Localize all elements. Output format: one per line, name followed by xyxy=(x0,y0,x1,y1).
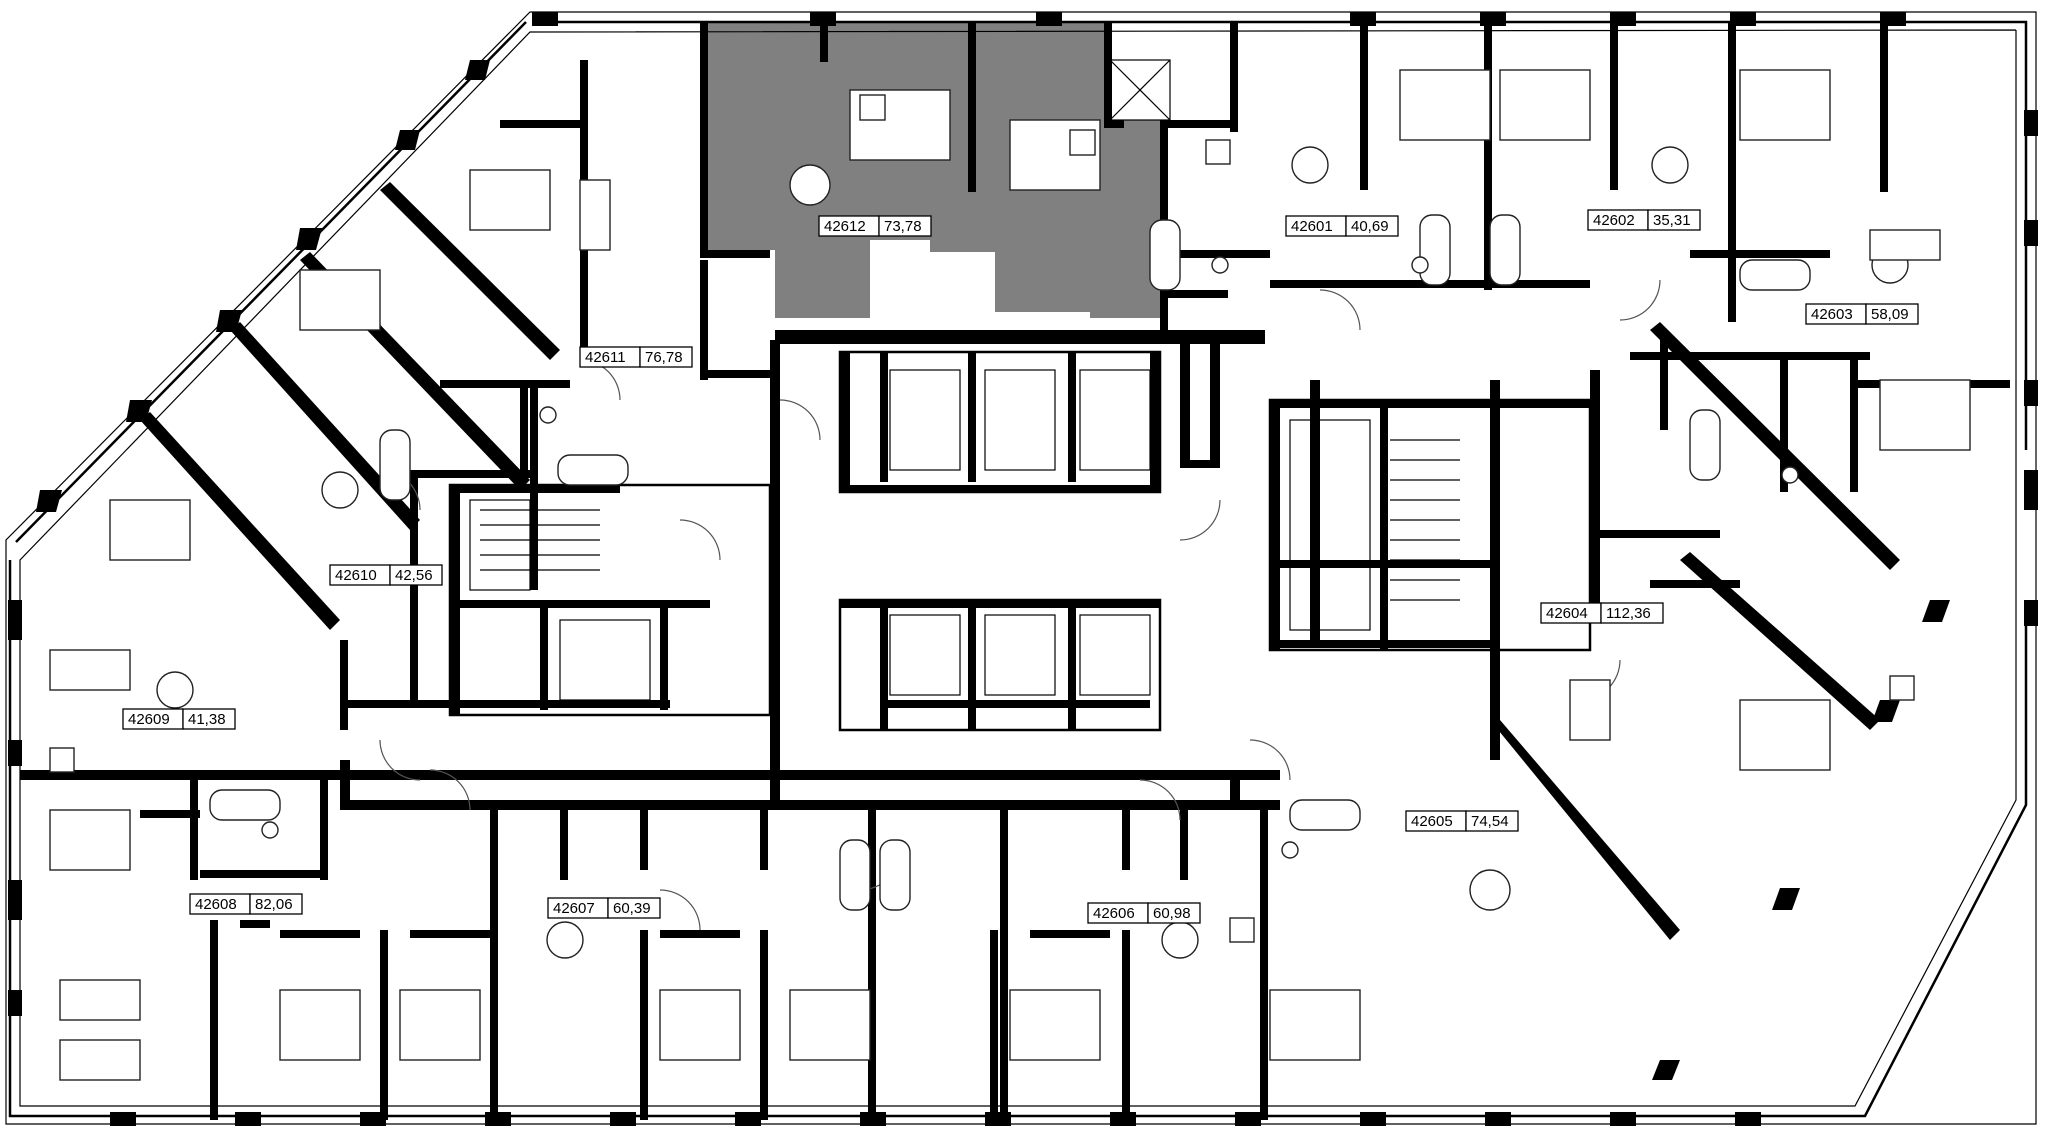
apartment-area: 60,98 xyxy=(1153,905,1191,922)
table-icon xyxy=(1291,146,1329,184)
apartment-area: 74,54 xyxy=(1471,813,1509,830)
sofa-icon xyxy=(1869,229,1941,261)
bed-icon xyxy=(789,989,871,1061)
apartment-area: 40,69 xyxy=(1351,218,1389,235)
bed-icon xyxy=(1009,119,1101,191)
furniture xyxy=(49,69,1971,1081)
bed-icon xyxy=(1499,69,1591,141)
apartment-area: 42,56 xyxy=(395,567,433,584)
apartment-label-42611[interactable]: 42611 76,78 xyxy=(579,346,693,368)
stove-icon xyxy=(1205,139,1231,165)
bed-icon xyxy=(399,989,481,1061)
table-icon xyxy=(789,164,831,206)
table-icon xyxy=(546,921,584,959)
apartment-area: 41,38 xyxy=(188,711,226,728)
bed-icon xyxy=(1739,699,1831,771)
apartment-area: 76,78 xyxy=(645,349,683,366)
bed-icon xyxy=(469,169,551,231)
apartment-area: 112,36 xyxy=(1606,605,1651,622)
apartment-label-42607[interactable]: 42607 60,39 xyxy=(547,897,661,919)
apartment-label-42609[interactable]: 42609 41,38 xyxy=(122,708,236,730)
bed-icon xyxy=(1399,69,1491,141)
apartment-id: 42611 xyxy=(585,349,626,366)
bathtub-icon xyxy=(839,839,871,911)
apartment-id: 42608 xyxy=(195,896,237,913)
table-icon xyxy=(1469,869,1511,911)
apartment-area: 82,06 xyxy=(255,896,293,913)
toilet-icon xyxy=(1781,466,1799,484)
bed-icon xyxy=(279,989,361,1061)
stove-icon xyxy=(49,747,75,773)
apartment-id: 42610 xyxy=(335,567,377,584)
stove-icon xyxy=(1229,917,1255,943)
apartment-id: 42607 xyxy=(553,900,595,917)
bathtub-icon xyxy=(209,789,281,821)
bed-icon xyxy=(659,989,741,1061)
bed-icon xyxy=(109,499,191,561)
apartment-label-42606[interactable]: 42606 60,98 xyxy=(1087,902,1201,924)
apartment-label-42604[interactable]: 42604 112,36 xyxy=(1540,602,1664,624)
stove-icon xyxy=(1889,675,1915,701)
outer-walls xyxy=(5,11,2038,1126)
apartment-label-42608[interactable]: 42608 82,06 xyxy=(189,893,303,915)
apartment-label-42610[interactable]: 42610 42,56 xyxy=(329,564,443,586)
bed-icon xyxy=(49,809,131,871)
sofa-icon xyxy=(59,979,141,1021)
toilet-icon xyxy=(539,406,557,424)
bed-icon xyxy=(849,89,951,161)
interior-lines xyxy=(469,59,1460,701)
toilet-icon xyxy=(261,821,279,839)
apartment-area: 58,09 xyxy=(1871,306,1909,323)
apartment-id: 42605 xyxy=(1411,813,1453,830)
apartment-id: 42602 xyxy=(1593,212,1635,229)
apartment-42612-highlight[interactable] xyxy=(708,22,1168,318)
bathtub-icon xyxy=(1689,409,1721,481)
apartment-id: 42609 xyxy=(128,711,170,728)
bathtub-icon xyxy=(1289,799,1361,831)
apartment-labels: 42601 40,69 42602 35,31 42603 58,09 42604 112,3… xyxy=(122,209,1919,924)
bathtub-icon xyxy=(1419,214,1451,286)
table-icon xyxy=(1161,921,1199,959)
bathtub-icon xyxy=(1739,259,1811,291)
apartment-id: 42604 xyxy=(1546,605,1588,622)
bathtub-icon xyxy=(1149,219,1181,291)
bathtub-icon xyxy=(1489,214,1521,286)
bathtub-icon xyxy=(879,839,911,911)
bed-icon xyxy=(1879,379,1971,451)
apartment-id: 42612 xyxy=(824,218,866,235)
bed-icon xyxy=(1739,69,1831,141)
sofa-icon xyxy=(49,649,131,691)
toilet-icon xyxy=(1281,841,1299,859)
apartment-area: 73,78 xyxy=(884,218,922,235)
apartment-id: 42601 xyxy=(1291,218,1333,235)
table-icon xyxy=(156,671,194,709)
apartment-label-42602[interactable]: 42602 35,31 xyxy=(1587,209,1701,231)
apartment-label-42605[interactable]: 42605 74,54 xyxy=(1405,810,1519,832)
bathtub-icon xyxy=(379,429,411,501)
bed-icon xyxy=(1269,989,1361,1061)
apartment-id: 42606 xyxy=(1093,905,1135,922)
toilet-icon xyxy=(1211,256,1229,274)
apartment-label-42612[interactable]: 42612 73,78 xyxy=(818,215,932,237)
table-icon xyxy=(1651,146,1689,184)
apartment-area: 35,31 xyxy=(1653,212,1691,229)
table-icon xyxy=(59,1039,141,1081)
table-icon xyxy=(321,471,359,509)
apartment-id: 42603 xyxy=(1811,306,1853,323)
apartment-label-42601[interactable]: 42601 40,69 xyxy=(1285,215,1399,237)
table-icon xyxy=(579,179,611,251)
table-icon xyxy=(1569,679,1611,741)
bed-icon xyxy=(1009,989,1101,1061)
apartment-label-42603[interactable]: 42603 58,09 xyxy=(1805,303,1919,325)
bed-icon xyxy=(299,269,381,331)
toilet-icon xyxy=(1411,256,1429,274)
bathtub-icon xyxy=(557,454,629,486)
apartment-area: 60,39 xyxy=(613,900,651,917)
